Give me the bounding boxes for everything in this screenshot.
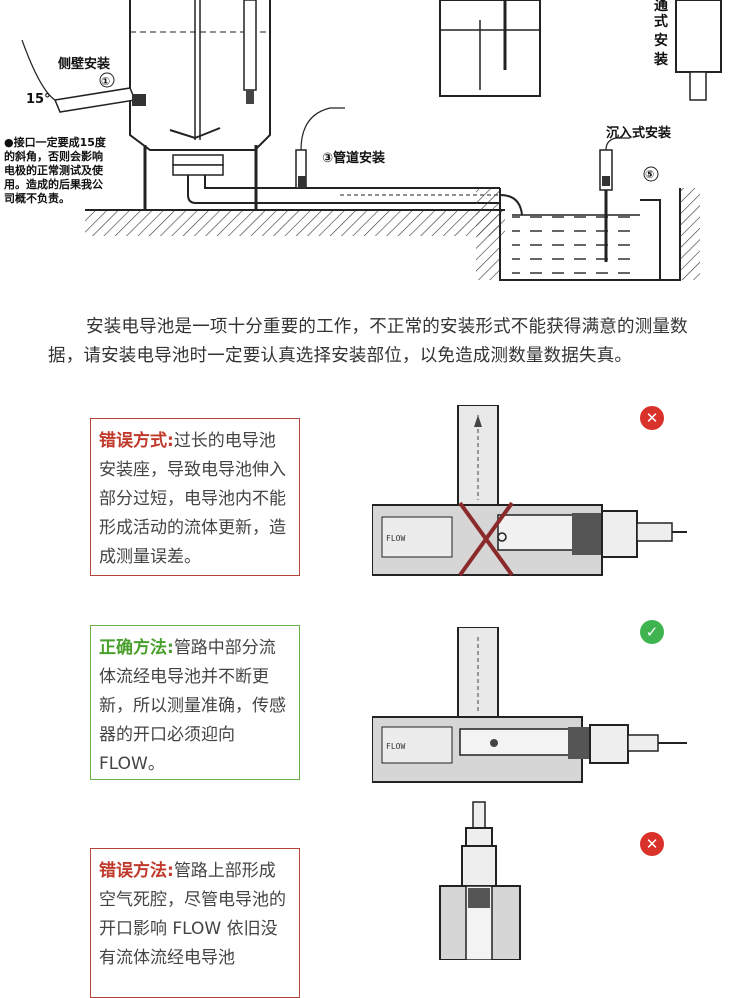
card-body: 过长的电导池安装座，导致电导池伸入部分过短，电导池内不能形成活动的流体更新，造成…	[99, 431, 286, 567]
intro-paragraph: 安装电导池是一项十分重要的工作，不正常的安装形式不能获得满意的测量数据，请安装电…	[48, 317, 688, 366]
card-body: 管路中部分流体流经电导池并不断更新，所以测量准确，传感器的开口必须迎向FLOW。	[99, 638, 286, 774]
wrong-icon: ✕	[640, 406, 664, 430]
flow-label: FLOW	[386, 534, 405, 543]
side-wall-number: ①	[101, 75, 110, 88]
flow-through-char-4: 装	[653, 51, 669, 68]
check-icon: ✓	[640, 620, 664, 644]
card-correct: 正确方法:管路中部分流体流经电导池并不断更新，所以测量准确，传感器的开口必须迎向…	[90, 625, 300, 780]
tee-figure-wrong-dead-cavity	[430, 800, 560, 960]
tee-figure-wrong-long-seat: FLOW	[372, 405, 687, 580]
flow-through-char-2: 式	[654, 13, 668, 30]
card-wrong-long-seat: 错误方式:过长的电导池安装座，导致电导池伸入部分过短，电导池内不能形成活动的流体…	[90, 418, 300, 576]
card-title: 错误方式:	[99, 431, 174, 451]
flow-label: FLOW	[386, 742, 405, 751]
warning-line-4: 用。造成的后果我公	[4, 177, 103, 191]
warning-line-2: 的斜角，否则会影响	[4, 149, 103, 163]
tee-figure-correct: FLOW	[372, 627, 687, 792]
warning-line-3: 电极的正常测试及使	[4, 163, 104, 177]
wrong-icon: ✕	[640, 832, 664, 856]
card-title: 错误方法:	[99, 861, 174, 881]
card-wrong-dead-cavity: 错误方法:管路上部形成空气死腔，尽管电导池的开口影响 FLOW 依旧没有流体流经…	[90, 848, 300, 998]
side-wall-label: 侧壁安装	[58, 56, 110, 72]
flow-through-char-3: 安	[654, 32, 668, 49]
warning-line-5: 司概不负责。	[4, 191, 70, 205]
warning-line-1: ●接口一定要成15度	[4, 135, 107, 149]
installation-diagram: 侧壁安装 ① 15° ●接口一定要成15度 的斜角，否则会影响 电极的正常测试及…	[0, 0, 750, 290]
immersion-label: 沉入式安装	[606, 125, 671, 141]
pipe-install-label: ③管道安装	[322, 150, 385, 166]
card-title: 正确方法:	[99, 638, 174, 658]
flow-through-char-1: 通	[654, 0, 668, 14]
immersion-number: ⑤	[645, 168, 654, 181]
angle-label: 15°	[26, 92, 51, 107]
